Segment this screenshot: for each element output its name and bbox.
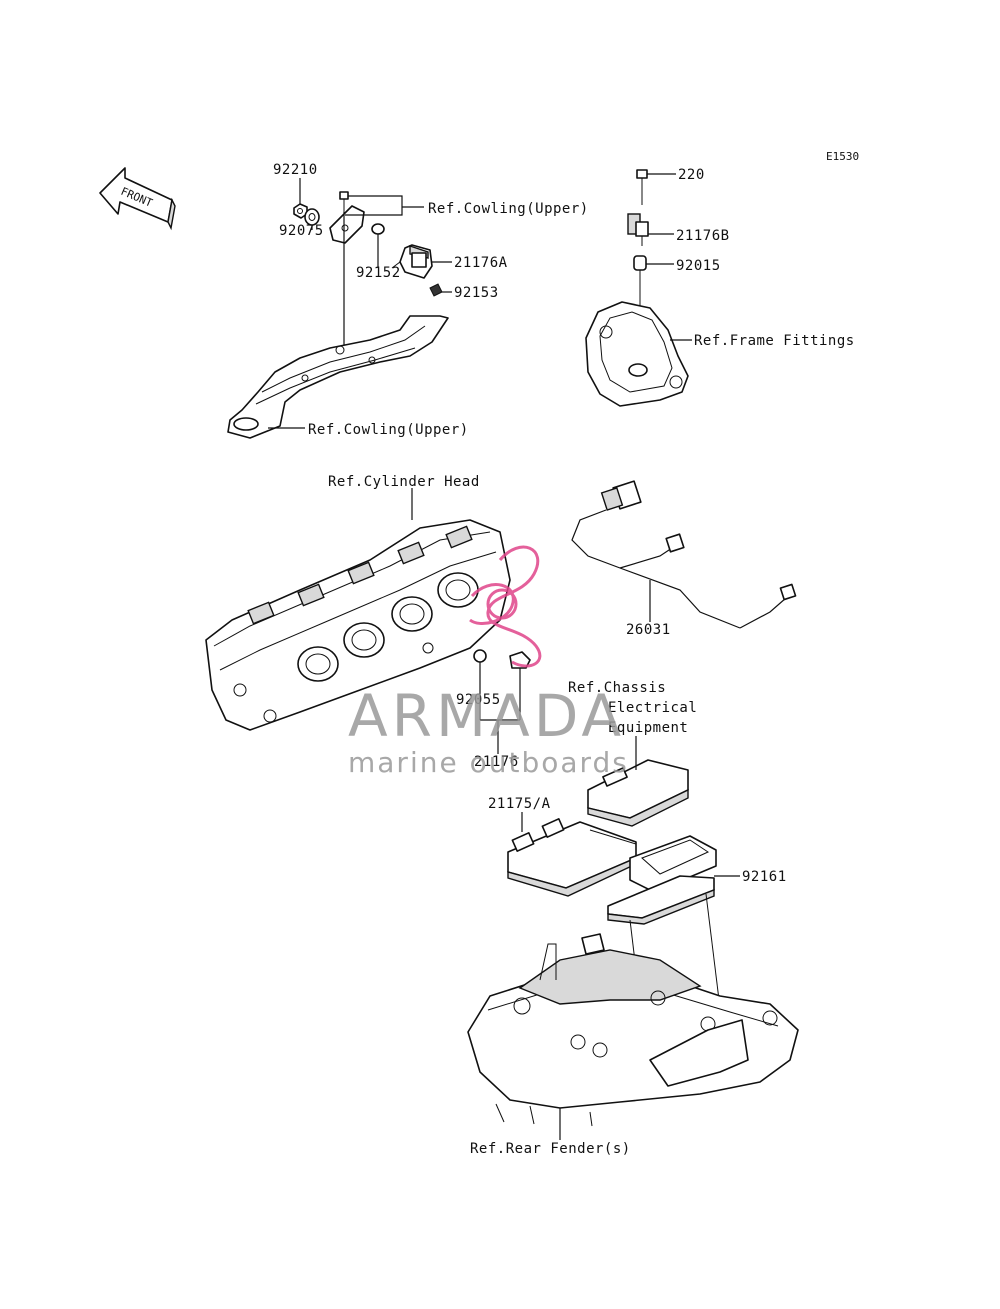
bolt: [339, 191, 349, 200]
label-ref-chassis-line3: Equipment: [608, 720, 688, 736]
label-21176: 21176: [474, 754, 519, 770]
watermark-title: ARMADA: [348, 682, 625, 750]
label-92015: 92015: [676, 258, 721, 274]
label-ref-cowling-upper-bottom: Ref.Cowling(Upper): [308, 422, 469, 438]
cowling-bracket: [227, 315, 449, 439]
label-ref-cylinder-head: Ref.Cylinder Head: [328, 474, 480, 490]
rear-fender: [467, 933, 799, 1140]
washer-92055: [473, 649, 487, 663]
label-ref-cowling-upper-top: Ref.Cowling(Upper): [428, 201, 589, 217]
label-92055: 92055: [456, 692, 501, 708]
sensor-bracket: [329, 205, 365, 244]
label-220: 220: [678, 167, 705, 183]
cam-caps: [247, 525, 473, 625]
top-left-leaders: [268, 178, 452, 429]
label-ref-chassis-line2: Electrical: [608, 700, 697, 716]
cylinder-head: [205, 488, 511, 731]
label-ref-chassis-line1: Ref.Chassis: [568, 680, 666, 696]
top-right-sensor-group: [585, 169, 689, 407]
intake-ports: [297, 572, 479, 682]
collar-92152: [371, 223, 385, 235]
label-21176B: 21176B: [676, 228, 730, 244]
watermark-subtitle: marine outboards: [348, 746, 629, 779]
tray-92161: [607, 835, 740, 925]
label-92210: 92210: [273, 162, 318, 178]
label-ref-frame-fittings: Ref.Frame Fittings: [694, 333, 855, 349]
label-92152: 92152: [356, 265, 401, 281]
collar-92015: [633, 255, 647, 271]
watermark: ARMADA marine outboards: [348, 545, 629, 779]
chassis-electrical-unit: [587, 736, 689, 827]
screw-220: [636, 169, 648, 179]
top-left-bracket-group: [227, 191, 449, 439]
label-26031: 26031: [626, 622, 671, 638]
label-92075: 92075: [279, 223, 324, 239]
label-ref-rear-fender: Ref.Rear Fender(s): [470, 1141, 631, 1157]
front-arrow-icon: FRONT: [99, 167, 176, 231]
screw-92153: [429, 283, 443, 297]
wire-harness-26031: [571, 480, 797, 629]
frame-fitting: [585, 301, 689, 407]
armada-logo-icon: [469, 545, 542, 668]
label-92153: 92153: [454, 285, 499, 301]
top-right-leaders: [646, 173, 692, 341]
ecu-21175A: [507, 812, 637, 897]
diagram-code: E1530: [826, 150, 859, 163]
label-92161: 92161: [742, 869, 787, 885]
label-21175A: 21175/A: [488, 796, 551, 812]
label-21176A: 21176A: [454, 255, 508, 271]
